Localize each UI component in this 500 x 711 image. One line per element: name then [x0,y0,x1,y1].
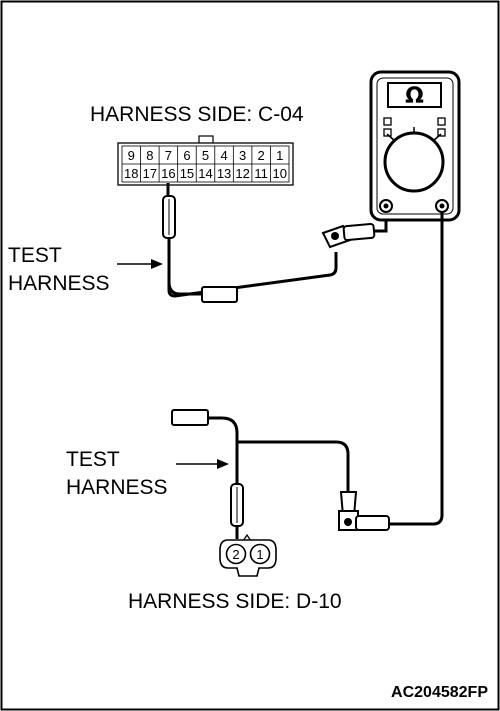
c04-pin-17: 17 [143,166,157,181]
c04-pin-10: 10 [272,166,286,181]
c04-pin-6: 6 [183,148,190,163]
c04-pin-4: 4 [220,148,227,163]
alligator-clip-lower [338,491,390,531]
c04-pin-14: 14 [198,166,212,181]
d10-pin-2 [225,543,247,565]
d10-pin-1-label: 1 [256,547,263,562]
c04-pin-7: 7 [165,148,172,163]
c04-pin-13: 13 [217,166,231,181]
multimeter-display [387,82,442,108]
c04-pin-2: 2 [258,148,265,163]
c04-pin-9: 9 [128,148,135,163]
meter-lead-lower [388,212,444,526]
connector-d10-title: HARNESS SIDE: D-10 [128,590,342,613]
d10-pin-1 [249,543,271,565]
ohm-symbol: Ω [405,84,424,109]
test-harness-upper-line2: HARNESS [8,272,110,295]
test-harness-lower-arrow [176,459,229,469]
connector-d10: 2 1 [219,533,277,577]
c04-pin-11: 11 [254,166,268,181]
c04-pin-12: 12 [235,166,249,181]
test-harness-upper-line1: TEST [8,244,62,267]
c04-pin-8: 8 [146,148,153,163]
test-harness-lower-line2: HARNESS [66,476,168,499]
alligator-clip-upper [321,206,388,249]
c04-pin-18: 18 [124,166,138,181]
test-harness-upper-arrow [117,259,163,269]
c04-pin-3: 3 [239,148,246,163]
figure-code: AC204582FP [391,684,488,701]
multimeter: Ω [369,70,461,222]
d10-pin-2-label: 2 [232,547,239,562]
test-harness-upper [162,183,338,303]
c04-pin-5: 5 [202,148,209,163]
c04-pin-15: 15 [180,166,194,181]
c04-pin-16: 16 [161,166,175,181]
c04-pin-1: 1 [276,148,283,163]
rotary-dial [383,131,445,193]
connector-c04-title: HARNESS SIDE: C-04 [90,103,304,126]
test-harness-lower-line1: TEST [66,448,120,471]
test-harness-lower [171,409,350,539]
